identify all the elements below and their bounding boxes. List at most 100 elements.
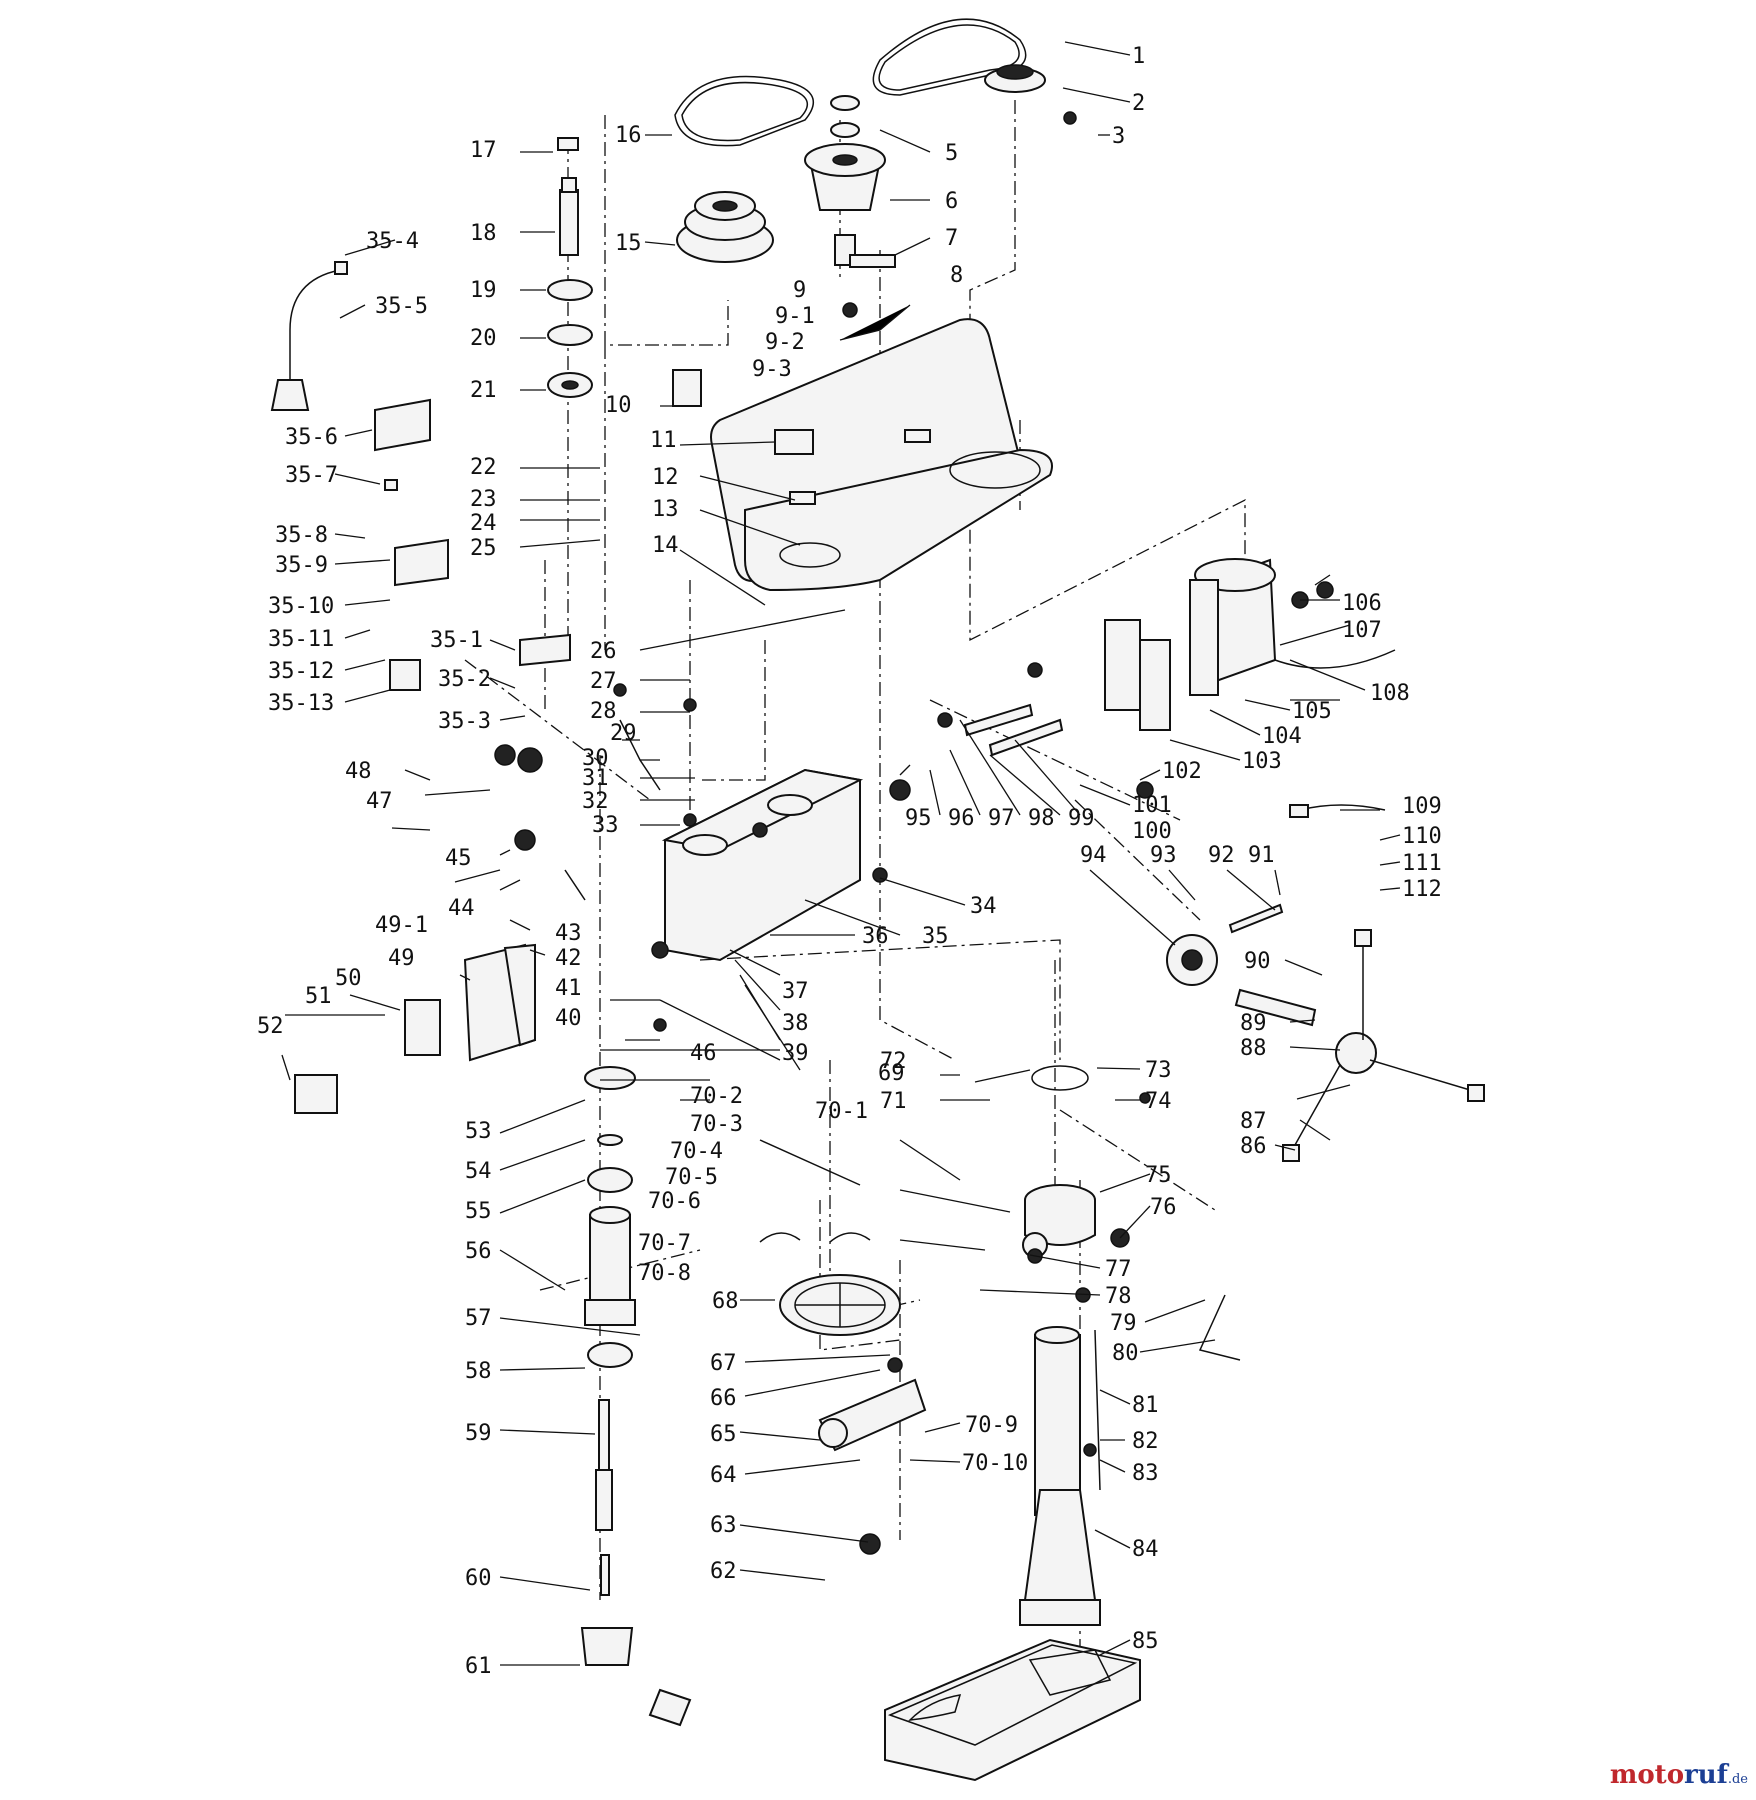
part-label-80: 80 bbox=[1112, 1341, 1139, 1366]
part-label-70-10: 70-10 bbox=[962, 1451, 1028, 1476]
part-label-62: 62 bbox=[710, 1559, 737, 1584]
part-label-98: 98 bbox=[1028, 806, 1055, 831]
part-shapes bbox=[270, 18, 1485, 1782]
part-label-2: 2 bbox=[1132, 91, 1145, 116]
part-label-70-8: 70-8 bbox=[638, 1261, 691, 1286]
part-label-104: 104 bbox=[1262, 724, 1302, 749]
part-label-85: 85 bbox=[1132, 1629, 1159, 1654]
part-label-55: 55 bbox=[465, 1199, 492, 1224]
part-label-18: 18 bbox=[470, 221, 497, 246]
part-label-27: 27 bbox=[590, 669, 617, 694]
part-label-70-5: 70-5 bbox=[665, 1165, 718, 1190]
part-label-63: 63 bbox=[710, 1513, 737, 1538]
part-label-9: 9 bbox=[793, 278, 806, 303]
part-label-31: 31 bbox=[582, 766, 609, 791]
part-label-32: 32 bbox=[582, 789, 609, 814]
part-label-38: 38 bbox=[782, 1011, 809, 1036]
part-label-108: 108 bbox=[1370, 681, 1410, 706]
leader-lines bbox=[281, 41, 1401, 1666]
part-label-9-3: 9-3 bbox=[752, 357, 792, 382]
part-label-30: 30 bbox=[582, 746, 609, 771]
part-label-36: 36 bbox=[862, 924, 889, 949]
part-label-9-2: 9-2 bbox=[765, 330, 805, 355]
part-label-3: 3 bbox=[1112, 124, 1125, 149]
part-label-1: 1 bbox=[1132, 44, 1145, 69]
part-label-9-1: 9-1 bbox=[775, 304, 815, 329]
part-label-12: 12 bbox=[652, 465, 679, 490]
part-label-78: 78 bbox=[1105, 1284, 1132, 1309]
part-label-72: 72 bbox=[880, 1049, 907, 1074]
part-label-35-12: 35-12 bbox=[268, 659, 334, 684]
part-label-70-4: 70-4 bbox=[670, 1139, 723, 1164]
part-number-labels: 123567899-19-29-310111213141516171819202… bbox=[257, 44, 1442, 1679]
part-label-97: 97 bbox=[988, 806, 1015, 831]
part-label-26: 26 bbox=[590, 639, 617, 664]
part-label-71: 71 bbox=[880, 1089, 907, 1114]
part-label-35-8: 35-8 bbox=[275, 523, 328, 548]
part-label-13: 13 bbox=[652, 497, 679, 522]
part-label-11: 11 bbox=[650, 428, 677, 453]
part-label-96: 96 bbox=[948, 806, 975, 831]
part-label-70-9: 70-9 bbox=[965, 1413, 1018, 1438]
part-label-48: 48 bbox=[345, 759, 372, 784]
part-label-35-7: 35-7 bbox=[285, 463, 338, 488]
watermark-part-1: moto bbox=[1609, 1760, 1685, 1790]
part-label-50: 50 bbox=[335, 966, 362, 991]
part-label-66: 66 bbox=[710, 1386, 737, 1411]
part-label-60: 60 bbox=[465, 1566, 492, 1591]
part-label-64: 64 bbox=[710, 1463, 737, 1488]
part-label-76: 76 bbox=[1150, 1195, 1177, 1220]
part-label-100: 100 bbox=[1132, 819, 1172, 844]
part-label-52: 52 bbox=[257, 1014, 284, 1039]
part-label-90: 90 bbox=[1244, 949, 1271, 974]
part-label-47: 47 bbox=[366, 789, 393, 814]
part-label-58: 58 bbox=[465, 1359, 492, 1384]
part-label-59: 59 bbox=[465, 1421, 492, 1446]
part-label-41: 41 bbox=[555, 976, 582, 1001]
part-label-70-6: 70-6 bbox=[648, 1189, 701, 1214]
part-label-35-4: 35-4 bbox=[366, 229, 419, 254]
part-label-84: 84 bbox=[1132, 1537, 1159, 1562]
part-label-20: 20 bbox=[470, 326, 497, 351]
part-label-35: 35 bbox=[922, 924, 949, 949]
part-label-16: 16 bbox=[615, 123, 642, 148]
part-label-57: 57 bbox=[465, 1306, 492, 1331]
part-label-65: 65 bbox=[710, 1422, 737, 1447]
part-label-35-13: 35-13 bbox=[268, 691, 334, 716]
part-label-75: 75 bbox=[1145, 1163, 1172, 1188]
part-label-37: 37 bbox=[782, 979, 809, 1004]
part-label-86: 86 bbox=[1240, 1134, 1267, 1159]
part-label-92: 92 bbox=[1208, 843, 1235, 868]
part-label-42: 42 bbox=[555, 946, 582, 971]
part-label-110: 110 bbox=[1402, 824, 1442, 849]
part-label-46: 46 bbox=[690, 1041, 717, 1066]
part-label-109: 109 bbox=[1402, 794, 1442, 819]
part-label-35-3: 35-3 bbox=[438, 709, 491, 734]
part-label-5: 5 bbox=[945, 141, 958, 166]
part-label-99: 99 bbox=[1068, 806, 1095, 831]
part-label-14: 14 bbox=[652, 533, 679, 558]
part-label-83: 83 bbox=[1132, 1461, 1159, 1486]
part-label-35-2: 35-2 bbox=[438, 667, 491, 692]
part-label-56: 56 bbox=[465, 1239, 492, 1264]
part-label-89: 89 bbox=[1240, 1011, 1267, 1036]
part-label-8: 8 bbox=[950, 263, 963, 288]
part-label-69: 69 bbox=[878, 1061, 905, 1086]
part-label-35-6: 35-6 bbox=[285, 425, 338, 450]
part-label-102: 102 bbox=[1162, 759, 1202, 784]
part-label-24: 24 bbox=[470, 511, 497, 536]
part-label-51: 51 bbox=[305, 984, 332, 1009]
part-label-70-3: 70-3 bbox=[690, 1112, 743, 1137]
part-label-103: 103 bbox=[1242, 749, 1282, 774]
part-label-44: 44 bbox=[448, 896, 475, 921]
part-label-93: 93 bbox=[1150, 843, 1177, 868]
part-label-95: 95 bbox=[905, 806, 932, 831]
part-label-35-5: 35-5 bbox=[375, 294, 428, 319]
part-label-87: 87 bbox=[1240, 1109, 1267, 1134]
part-label-53: 53 bbox=[465, 1119, 492, 1144]
part-label-77: 77 bbox=[1105, 1257, 1132, 1282]
watermark-part-3: .de bbox=[1727, 1772, 1748, 1787]
part-label-35-11: 35-11 bbox=[268, 627, 334, 652]
part-label-49: 49 bbox=[388, 946, 415, 971]
